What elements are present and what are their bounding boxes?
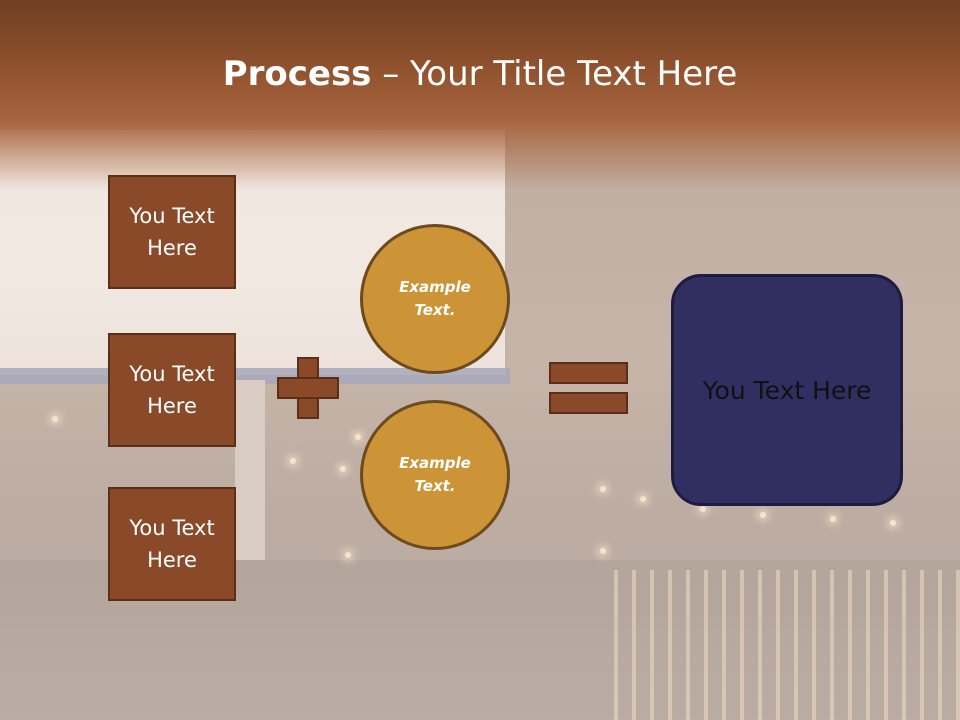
example-circle-1[interactable]: Example Text. (360, 224, 510, 374)
equals-sign-bottom-bar (549, 392, 628, 414)
equals-sign-top-bar (549, 362, 628, 384)
input-box-3[interactable]: You Text Here (108, 487, 236, 601)
page-title: Process – Your Title Text Here (0, 52, 960, 96)
input-box-1[interactable]: You Text Here (108, 175, 236, 289)
example-circle-label: Example Text. (399, 454, 471, 495)
result-box-label: You Text Here (702, 375, 872, 405)
header-band (0, 0, 960, 190)
input-box-label: You Text Here (129, 516, 215, 572)
example-circle-label: Example Text. (399, 278, 471, 319)
plus-sign-core (299, 379, 317, 397)
page-title-rest: – Your Title Text Here (371, 54, 738, 94)
input-box-label: You Text Here (129, 204, 215, 260)
page-title-bold: Process (222, 54, 372, 94)
input-box-label: You Text Here (129, 362, 215, 418)
example-circle-2[interactable]: Example Text. (360, 400, 510, 550)
input-box-2[interactable]: You Text Here (108, 333, 236, 447)
result-box[interactable]: You Text Here (671, 274, 903, 506)
